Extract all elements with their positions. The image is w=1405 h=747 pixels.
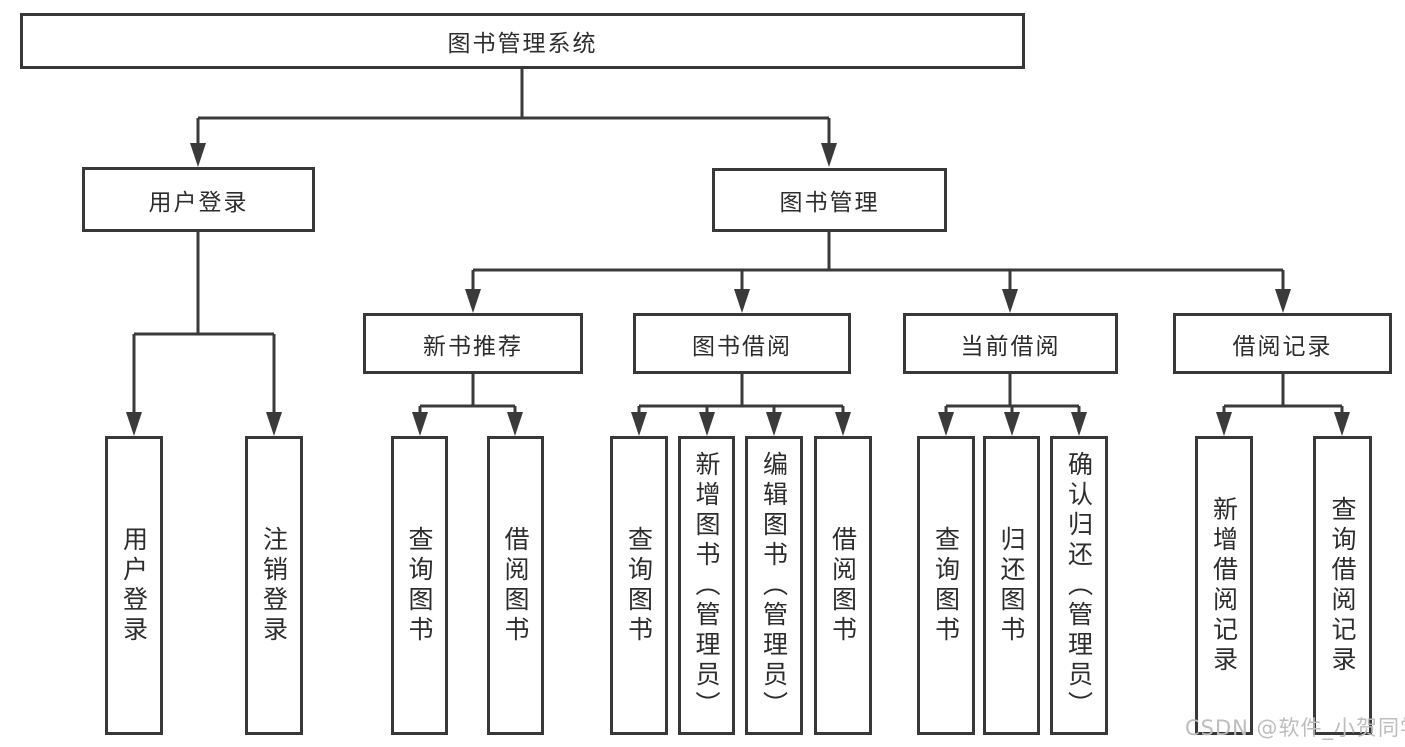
node-root: 图书管理系统 [20, 13, 1025, 69]
node-book-borrowing: 图书借阅 [633, 313, 851, 374]
leaf-logout-label: 注销登录 [259, 525, 289, 646]
leaf-query-books-newrec: 查询图书 [391, 436, 448, 735]
leaf-confirm-return-admin-label: 确认归还（管理员） [1064, 450, 1094, 721]
node-book-management: 图书管理 [712, 168, 947, 232]
leaf-borrow-books-newrec: 借阅图书 [487, 436, 544, 735]
leaf-query-books-current: 查询图书 [917, 436, 975, 735]
leaf-borrow-books-borrowing-label: 借阅图书 [828, 525, 858, 646]
leaf-return-books: 归还图书 [983, 436, 1040, 735]
node-current-borrowing: 当前借阅 [903, 313, 1118, 374]
leaf-return-books-label: 归还图书 [997, 525, 1026, 646]
leaf-add-books-admin: 新增图书（管理员） [678, 436, 735, 735]
leaf-borrow-books-newrec-label: 借阅图书 [501, 525, 530, 646]
node-book-borrowing-label: 图书借阅 [692, 333, 792, 360]
leaf-user-login: 用户登录 [105, 436, 163, 735]
node-new-book-recommend: 新书推荐 [363, 313, 583, 374]
leaf-query-books-borrowing: 查询图书 [610, 436, 668, 735]
leaf-query-books-newrec-label: 查询图书 [405, 525, 434, 646]
leaf-borrow-books-borrowing: 借阅图书 [814, 436, 872, 735]
node-new-book-recommend-label: 新书推荐 [423, 333, 523, 360]
leaf-query-borrow-record-label: 查询借阅记录 [1328, 495, 1357, 676]
leaf-logout: 注销登录 [245, 436, 303, 735]
node-borrow-records: 借阅记录 [1173, 313, 1392, 374]
leaf-add-books-admin-label: 新增图书（管理员） [692, 450, 721, 721]
leaf-user-login-label: 用户登录 [119, 525, 149, 646]
node-borrow-records-label: 借阅记录 [1232, 333, 1333, 360]
leaf-add-borrow-record: 新增借阅记录 [1195, 436, 1253, 735]
node-user-login: 用户登录 [82, 167, 315, 232]
arrowheads [126, 143, 1350, 436]
csdn-watermark: CSDN @软件_小贺同学 [1185, 716, 1405, 740]
node-root-label: 图书管理系统 [447, 31, 598, 57]
leaf-edit-books-admin: 编辑图书（管理员） [745, 436, 803, 735]
leaf-confirm-return-admin: 确认归还（管理员） [1050, 436, 1108, 735]
node-current-borrowing-label: 当前借阅 [960, 333, 1061, 360]
leaf-query-books-borrowing-label: 查询图书 [624, 525, 654, 646]
leaf-add-borrow-record-label: 新增借阅记录 [1209, 495, 1239, 676]
leaf-query-books-current-label: 查询图书 [931, 525, 961, 646]
node-user-login-label: 用户登录 [148, 189, 249, 216]
node-book-management-label: 图书管理 [779, 190, 880, 216]
leaf-query-borrow-record: 查询借阅记录 [1313, 436, 1372, 735]
leaf-edit-books-admin-label: 编辑图书（管理员） [759, 450, 789, 721]
